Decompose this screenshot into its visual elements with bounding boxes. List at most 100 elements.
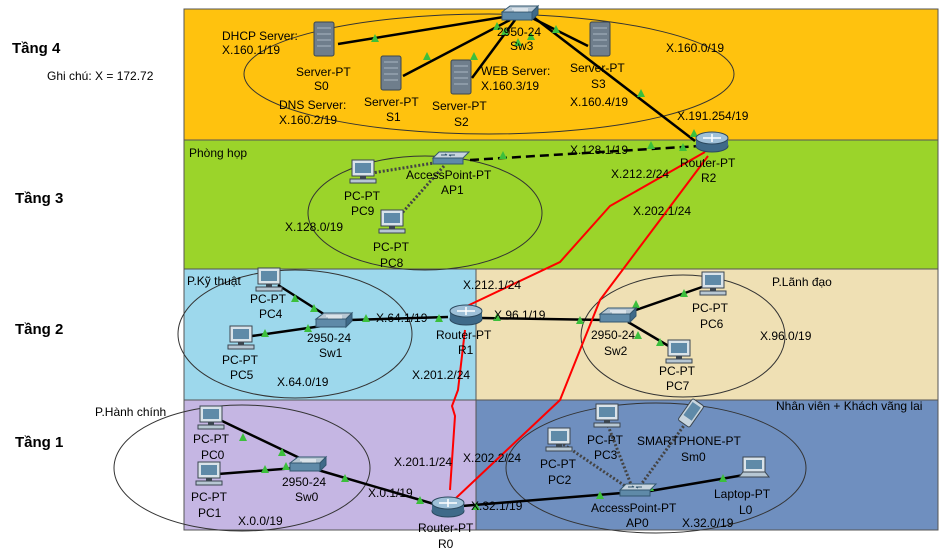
addr-s3ip: X.160.4/19 (570, 95, 628, 109)
link-up-indicator (470, 52, 478, 60)
link-up-indicator (690, 129, 698, 137)
sw0-type: 2950-24 (282, 475, 326, 489)
ap1-type: AccessPoint-PT (406, 168, 492, 182)
link-up-indicator (291, 294, 299, 302)
link-up-indicator (261, 329, 269, 337)
link-s0-sw3 (337, 14, 511, 46)
pc3-type: PC-PT (587, 433, 624, 447)
admin-zone (183, 399, 477, 531)
sw2-type: 2950-24 (591, 328, 635, 342)
link-up-indicator (499, 151, 507, 159)
sw1-type: 2950-24 (307, 331, 351, 345)
sw1-switch-icon[interactable] (314, 311, 354, 329)
sw0-switch-icon[interactable] (288, 455, 328, 473)
r1-type: Router-PT (436, 328, 492, 342)
sw3-name: Sw3 (510, 39, 534, 53)
r0-router-icon[interactable] (431, 496, 465, 518)
r2-type: Router-PT (680, 156, 736, 170)
pc6-pc-icon[interactable] (699, 271, 727, 296)
pc0-pc-icon[interactable] (197, 405, 225, 430)
admin-group-ellipse (113, 404, 371, 532)
s1-type: Server-PT (364, 95, 419, 109)
sw0-name: Sw0 (295, 490, 319, 504)
link-up-indicator (656, 338, 664, 346)
links (217, 14, 751, 508)
ap0-name: AP0 (626, 516, 649, 530)
pc8-pc-icon[interactable] (378, 209, 406, 234)
sw3-switch-icon[interactable] (500, 4, 540, 22)
addr-net160: X.160.0/19 (666, 41, 724, 55)
ap0-access-point-icon[interactable] (618, 483, 658, 497)
serial-r1-r0 (449, 329, 466, 491)
area-admin: P.Hành chính (95, 405, 166, 419)
s3-name: S3 (591, 77, 606, 91)
pc4-pc-icon[interactable] (255, 267, 283, 292)
addr-r0r1: X.201.1/24 (394, 455, 452, 469)
link-s1-sw3 (402, 18, 511, 78)
link-up-indicator (493, 313, 501, 321)
pc7-pc-icon[interactable] (665, 339, 693, 364)
link-r0-ap0 (461, 491, 623, 508)
sw2-switch-icon[interactable] (598, 306, 638, 324)
pc1-pc-icon[interactable] (195, 461, 223, 486)
r1-router-icon[interactable] (449, 304, 483, 326)
wifi-ap1-pc9 (371, 160, 441, 175)
pc5-pc-icon[interactable] (227, 325, 255, 350)
s1-role: DNS Server: (279, 98, 346, 112)
serial-links (449, 151, 709, 499)
floor3-label: Tầng 3 (15, 190, 63, 207)
leader-zone (475, 268, 939, 401)
pc9-type: PC-PT (344, 189, 381, 203)
note-text: Ghi chú: X = 172.72 (47, 69, 154, 83)
sm0-smartphone-icon[interactable] (678, 398, 704, 428)
s1-server-icon[interactable] (380, 55, 402, 91)
s3-server-icon[interactable] (589, 21, 611, 57)
link-up-indicator (501, 27, 509, 35)
link-up-indicator (596, 491, 604, 499)
pc8-type: PC-PT (373, 240, 410, 254)
ap1-access-point-icon[interactable] (431, 151, 471, 165)
pc7-name: PC7 (666, 379, 690, 393)
l0-name: L0 (739, 503, 753, 517)
l0-laptop-icon[interactable] (737, 456, 771, 478)
pc1-name: PC1 (198, 506, 222, 520)
link-up-indicator (435, 314, 443, 322)
s2-server-icon[interactable] (450, 59, 472, 95)
link-up-indicator (634, 331, 642, 339)
link-up-indicator (423, 52, 431, 60)
floor4-label: Tầng 4 (12, 40, 61, 57)
pc9-pc-icon[interactable] (349, 159, 377, 184)
s0-server-icon[interactable] (313, 21, 335, 57)
link-sw0-r0 (317, 468, 435, 506)
link-up-indicator (282, 462, 290, 470)
link-sw2-pc7 (627, 320, 673, 350)
s2-role: WEB Server: (481, 64, 550, 78)
link-sw1-pc4 (277, 283, 331, 320)
addr-net96: X.96.0/19 (760, 329, 812, 343)
link-up-indicator (680, 289, 688, 297)
s3-type: Server-PT (570, 61, 625, 75)
pc9-name: PC9 (351, 204, 375, 218)
leader-group-ellipse (580, 274, 786, 398)
pc5-name: PC5 (230, 368, 254, 382)
sw3-type: 2950-24 (497, 25, 541, 39)
addr-r2lan: X.191.254/19 (677, 109, 749, 123)
addr-r1r0: X.201.2/24 (412, 368, 470, 382)
r2-router-icon[interactable] (695, 131, 729, 153)
server-group-ellipse (243, 13, 735, 135)
s0-role: DHCP Server: (222, 29, 298, 43)
pc2-pc-icon[interactable] (545, 427, 573, 452)
pc6-name: PC6 (700, 317, 724, 331)
pc3-pc-icon[interactable] (593, 403, 621, 428)
pc0-name: PC0 (201, 448, 225, 462)
link-up-indicator (362, 314, 370, 322)
wifi-ap0-sm0 (638, 419, 690, 487)
link-up-indicator (719, 474, 727, 482)
pc6-type: PC-PT (692, 301, 729, 315)
link-up-indicator (304, 324, 312, 332)
s2-ip: X.160.3/19 (481, 79, 539, 93)
s0-name: S0 (314, 79, 329, 93)
link-up-indicator (637, 89, 645, 97)
r0-type: Router-PT (418, 521, 474, 535)
